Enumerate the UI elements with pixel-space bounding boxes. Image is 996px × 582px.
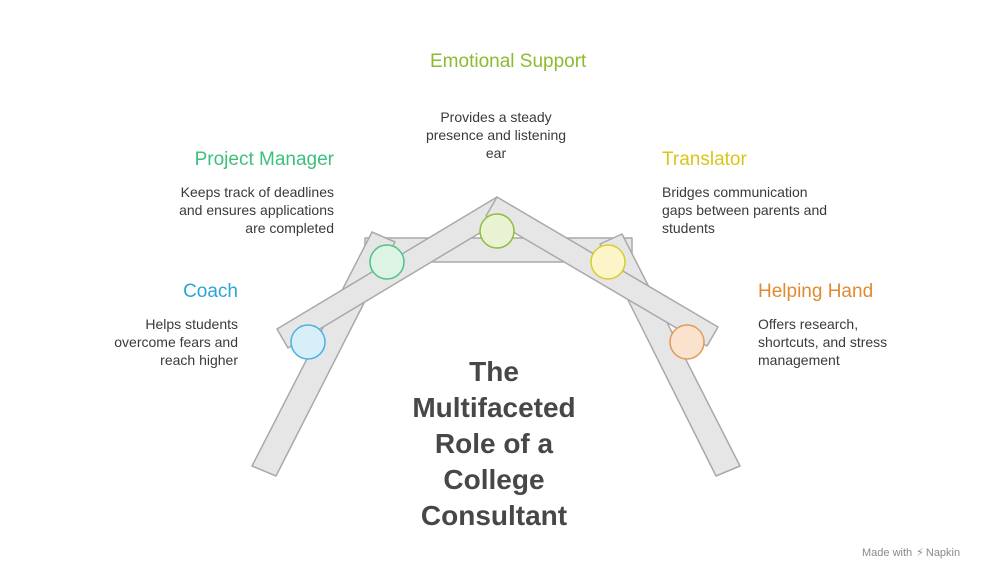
made-with-napkin-footer: Made with⚡Napkin [862,546,960,559]
helping-hand-description: Offers research, shortcuts, and stress m… [758,316,888,368]
emotional-support-description: Provides a steady presence and listening… [425,109,567,161]
helping-hand-node [669,324,705,360]
helping-hand-title: Helping Hand [758,281,874,302]
project-manager-description: Keeps track of deadlines and ensures app… [179,184,334,236]
coach-node [290,324,326,360]
coach-title: Coach [183,281,238,302]
coach-description: Helps students overcome fears and reach … [114,316,238,368]
translator-title: Translator [662,149,747,170]
napkin-logo-icon: ⚡ [916,547,924,559]
translator-node [590,244,626,280]
project-manager-title: Project Manager [194,149,334,170]
napkin-brand-label: Napkin [925,547,961,559]
made-with-label: Made with [862,547,913,559]
diagram-title: The Multifaceted Role of a College Consu… [412,356,576,531]
emotional-support-title: Emotional Support [430,51,587,72]
emotional-support-node [479,213,515,249]
translator-description: Bridges communication gaps between paren… [662,184,828,236]
project-manager-node [369,244,405,280]
